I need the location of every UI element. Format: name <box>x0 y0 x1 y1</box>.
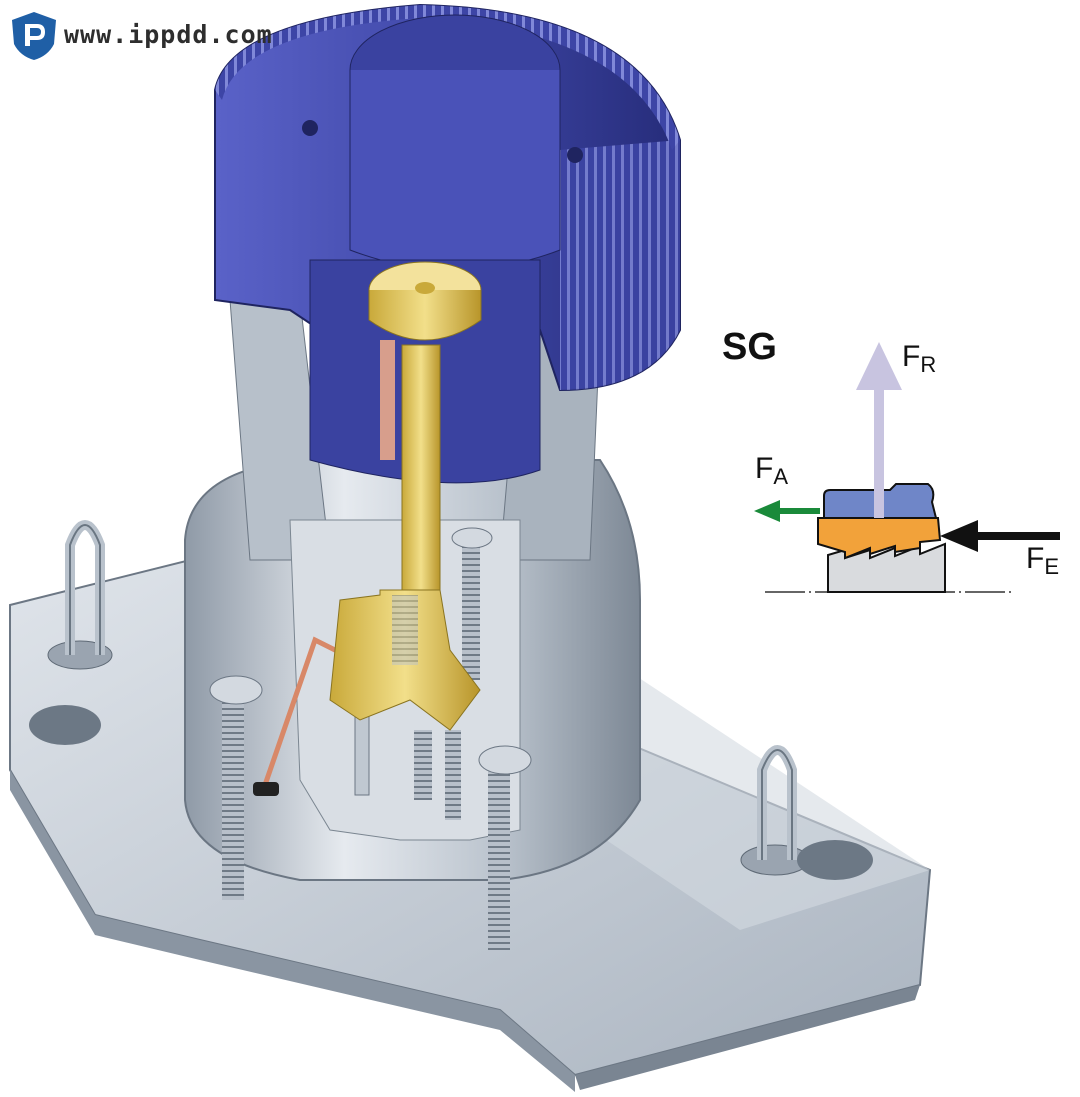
force-fa-arrow <box>754 500 820 522</box>
wedge-slider <box>817 517 942 560</box>
force-fr-arrow <box>856 342 902 518</box>
force-label-fa: FA <box>755 452 789 489</box>
force-label-fr: FR <box>902 340 937 377</box>
force-label-fe: FE <box>1026 542 1060 579</box>
eye-bolt-right <box>740 745 873 880</box>
eye-bolt-left <box>29 520 113 745</box>
cap-screw-left <box>209 675 263 900</box>
shield-p-logo-icon <box>12 12 56 60</box>
sg-label: SG <box>722 326 777 368</box>
springs <box>354 704 461 820</box>
force-fe-arrow <box>940 520 1060 552</box>
force-diagram <box>754 342 1060 593</box>
cap-screw-right <box>478 745 532 950</box>
watermark-url: www.ippdd.com <box>64 20 273 49</box>
core-pin <box>329 261 482 731</box>
drive-gear <box>214 3 681 484</box>
seal <box>253 782 279 796</box>
cap-screw-center <box>451 527 493 680</box>
